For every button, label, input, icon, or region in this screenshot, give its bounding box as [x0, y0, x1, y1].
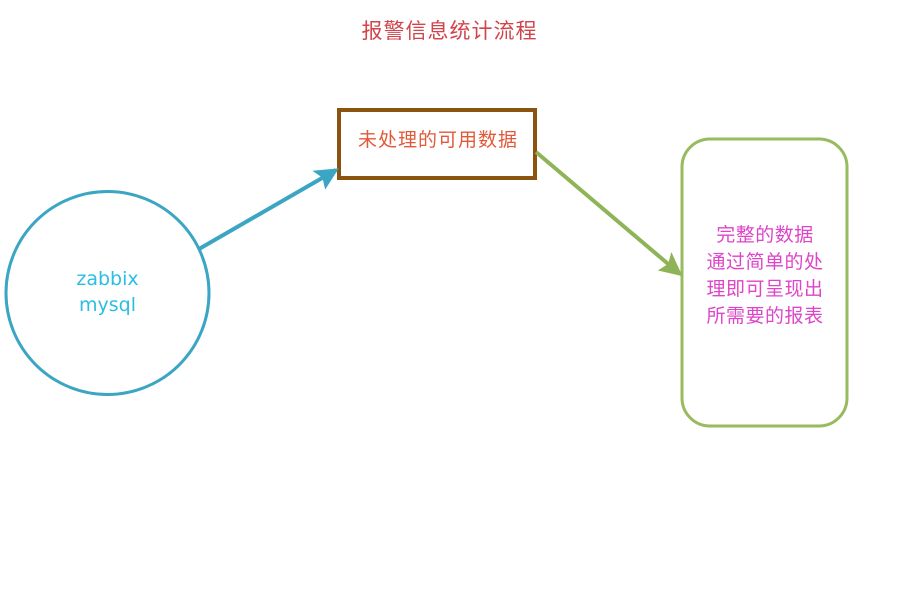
- node-output-rounded-rect[interactable]: [680, 137, 849, 428]
- node-process-rect[interactable]: [337, 108, 537, 180]
- node-source-circle[interactable]: [4, 190, 211, 396]
- edge-process-to-output[interactable]: [534, 150, 683, 277]
- node-process-label: 未处理的可用数据: [357, 129, 518, 151]
- diagram-title: 报警信息统计流程: [361, 19, 538, 43]
- node-output-label: 完整的数据 通过简单的处 理即可呈现出 所需要的报表: [706, 224, 824, 327]
- node-source-label: zabbix mysql: [76, 268, 139, 316]
- edge-source-to-process[interactable]: [198, 168, 339, 251]
